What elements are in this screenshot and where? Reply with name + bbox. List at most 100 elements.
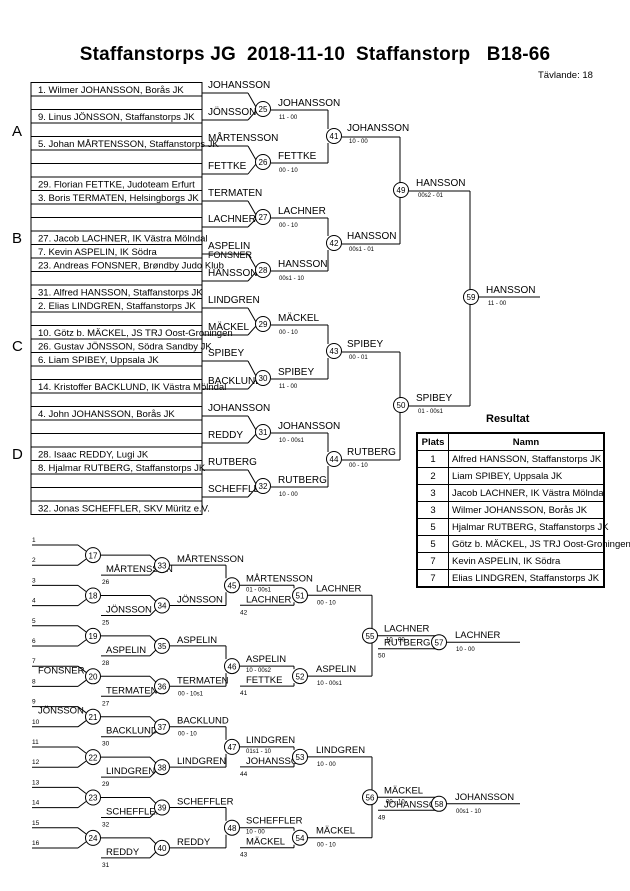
match-winner: RUTBERG [347,447,396,458]
bracket-line [77,746,87,754]
repechage-ref: 49 [378,814,386,821]
repechage-ref: 44 [240,771,248,778]
bracket-line [149,675,157,683]
match-number-circle [326,128,342,144]
match-score: 00 - 10 [349,463,368,469]
repechage-winner: JÖNSSON [177,595,223,606]
match-number-circle [255,478,271,494]
results-name: Liam SPIBEY, Uppsala JK [448,467,605,485]
results-place: 5 [416,535,449,553]
match-number: 33 [158,561,167,570]
pool-letter: B [12,230,22,247]
match-number-circle [362,627,378,644]
repechage-slot-number: 10 [32,719,40,726]
bracket-line [77,625,87,633]
slot-entry: 26. Gustav JÖNSSON, Södra Sandby JK [38,342,212,353]
bracket-line [77,760,87,768]
match-number-circle [85,829,101,846]
repechage-winner: ASPELIN [246,654,286,665]
page-title: Staffanstorps JG 2018-11-10 Staffanstorp… [79,44,551,65]
repechage-slot-number: 7 [32,658,36,665]
match-winner: SPIBEY [347,339,383,350]
match-number-circle [154,678,170,695]
bracket-line [149,609,157,616]
first-round-name: SCHEFFLER [208,484,267,495]
repechage-winner: SCHEFFLER [246,816,303,827]
slot-entry: 23. Andreas FONSNER, Brøndby Judo Klub [38,261,224,272]
repechage-winner: MÅRTENSSON [177,554,244,565]
match-number-circle [292,668,308,685]
repechage-winner: MÄCKEL [316,826,355,837]
match-number-circle [224,658,240,675]
match-score: 00 - 01 [349,355,368,361]
slot-entry: 2. Elias LINDGREN, Staffanstorps JK [38,301,196,312]
match-number-circle [224,577,240,594]
match-number: 24 [89,834,98,843]
bracket-line [149,811,157,818]
repechage-slot-number: 3 [32,577,36,584]
match-number: 31 [259,428,268,437]
repechage-score: 00 - 10 [386,799,405,805]
bracket-line [149,689,157,697]
first-round-name: SPIBEY [208,348,244,359]
repechage-entry: TERMATEN [106,685,158,696]
match-number: 36 [158,683,167,692]
repechage-entry: JÖNSSON [38,706,84,717]
bracket-line [77,558,87,566]
repechage-slot-number: 1 [32,537,36,544]
match-number-circle [255,424,271,440]
match-score: 11 - 00 [279,384,298,390]
match-number-circle [431,795,447,812]
match-winner: HANSSON [347,231,396,242]
repechage-slot-number: 13 [32,779,40,786]
bracket-line [149,595,157,602]
repechage-entry: BACKLUND [106,726,158,737]
match-number-circle [224,738,240,755]
match-number-circle [393,182,409,198]
bracket-line [247,218,257,228]
first-round-name: HANSSON [208,268,257,279]
match-winner: LACHNER [278,206,326,217]
match-score: 00s1 - 10 [279,276,305,282]
bracket-line [77,639,87,647]
match-number: 57 [435,638,444,647]
match-number: 55 [366,632,375,641]
repechage-entry: FONSNER [38,665,85,676]
match-number-circle [326,451,342,467]
repechage-winner: SCHEFFLER [177,797,234,808]
match-winner: HANSSON [486,285,535,296]
repechage-winner: JOHANSSON [455,792,514,803]
repechage-score: 10 - 00 [317,762,336,768]
match-number-circle [255,316,271,332]
slot-entry: 3. Boris TERMATEN, Helsingborgs JK [38,193,199,204]
bracket-line [247,307,257,323]
match-number: 59 [467,293,476,302]
match-number: 23 [89,794,98,803]
match-number-circle [463,289,479,305]
repechage-winner: LINDGREN [316,745,365,756]
slot-entry: 7. Kevin ASPELIN, IK Södra [38,247,158,258]
repechage-entry: ASPELIN [106,645,146,656]
repechage-slot-number: 2 [32,557,36,564]
match-number: 48 [228,824,237,833]
repechage-entry: JOHANSSON [246,756,305,767]
match-number: 25 [259,105,268,114]
bracket-line [149,730,157,738]
bracket-line [247,200,257,216]
repechage-score: 00 - 10s1 [178,691,204,697]
repechage-winner: LINDGREN [246,735,295,746]
first-round-name: LACHNER [208,214,256,225]
repechage-entry: SCHEFFLER [106,807,163,818]
bracket-line [149,797,157,804]
match-number-circle [154,799,170,816]
slot-entry: 31. Alfred HANSSON, Staffanstorps JK [38,288,203,299]
bracket-line [247,92,257,108]
repechage-entry: LACHNER [246,594,292,605]
participant-count: Tävlande: 18 [538,70,593,81]
match-number: 47 [228,743,237,752]
bracket-line [149,756,157,764]
match-number-circle [393,397,409,413]
